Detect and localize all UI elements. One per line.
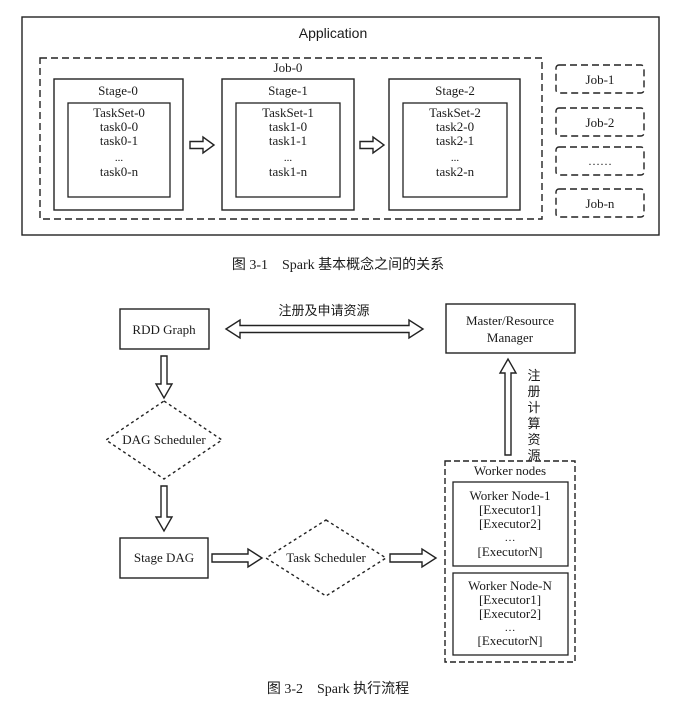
dag-to-stagedag-arrow bbox=[154, 485, 174, 533]
task-0-0: task0-0 bbox=[100, 119, 138, 134]
task-scheduler-diamond bbox=[264, 519, 388, 597]
register-label: 注册及申请资源 bbox=[278, 303, 369, 318]
application-label: Application bbox=[299, 25, 368, 41]
task-1-0: task1-0 bbox=[269, 119, 307, 134]
task-1-n: task1-n bbox=[269, 164, 308, 179]
task-0-ellipsis: ... bbox=[115, 152, 124, 164]
task-0-n: task0-n bbox=[100, 164, 139, 179]
workers-to-master-arrow bbox=[498, 357, 518, 456]
stage-1-label: Stage-1 bbox=[268, 83, 308, 98]
job-1-label: Job-1 bbox=[586, 72, 615, 87]
rdd-to-dag-arrow bbox=[154, 355, 174, 400]
worker-nodes-label: Worker nodes bbox=[474, 463, 546, 478]
worker-node-1-executor-2: [Executor2] bbox=[479, 516, 541, 531]
taskset-0-label: TaskSet-0 bbox=[93, 105, 145, 120]
taskset-2-label: TaskSet-2 bbox=[429, 105, 481, 120]
task-2-1: task2-1 bbox=[436, 133, 474, 148]
vertical-label-char-1: 注 bbox=[527, 368, 540, 383]
vertical-label-char-5: 资 bbox=[527, 432, 540, 447]
taskset-1-label: TaskSet-1 bbox=[262, 105, 314, 120]
stage-1: Stage-1 TaskSet-1 task1-0 task1-1 ... ta… bbox=[221, 78, 355, 211]
figure-3-2: RDD Graph Master/Resource Manager 注册及申请资… bbox=[104, 303, 576, 697]
master-label-line1: Master/Resource bbox=[466, 313, 554, 328]
worker-node-n-ellipsis: … bbox=[505, 622, 516, 634]
worker-node-n-executor-n: [ExecutorN] bbox=[478, 633, 543, 648]
task-0-1: task0-1 bbox=[100, 133, 138, 148]
job-2-label: Job-2 bbox=[586, 115, 615, 130]
task-1-ellipsis: ... bbox=[284, 152, 293, 164]
vertical-label-char-3: 计 bbox=[527, 400, 540, 415]
task-to-workers-arrow bbox=[389, 547, 438, 569]
taskset-1-box bbox=[235, 102, 341, 198]
worker-node-n-label: Worker Node-N bbox=[468, 578, 552, 593]
task-1-1: task1-1 bbox=[269, 133, 307, 148]
worker-node-1-box bbox=[452, 481, 569, 567]
worker-node-n-executor-2: [Executor2] bbox=[479, 606, 541, 621]
stage-0: Stage-0 TaskSet-0 task0-0 task0-1 ... ta… bbox=[53, 78, 184, 211]
dag-scheduler-diamond bbox=[104, 400, 224, 480]
register-compute-vertical-label: 注 册 计 算 资 源 bbox=[527, 368, 540, 463]
worker-node-1-executor-1: [Executor1] bbox=[479, 502, 541, 517]
vertical-label-char-4: 算 bbox=[527, 416, 540, 431]
figure-3-1: Application Job-0 Stage-0 TaskSet-0 task… bbox=[21, 16, 660, 273]
stagedag-to-task-arrow bbox=[211, 547, 264, 569]
vertical-label-char-6: 源 bbox=[527, 448, 540, 463]
stage-dag-label: Stage DAG bbox=[134, 550, 194, 565]
rdd-graph-label: RDD Graph bbox=[132, 322, 196, 337]
task-scheduler-label: Task Scheduler bbox=[286, 550, 366, 565]
job-ellipsis-box bbox=[555, 146, 645, 176]
master-label-line2: Manager bbox=[487, 330, 534, 345]
worker-node-n-box bbox=[452, 572, 569, 656]
other-jobs: Job-1 Job-2 …… Job-n bbox=[555, 64, 645, 218]
job-1-box bbox=[555, 64, 645, 94]
vertical-label-char-2: 册 bbox=[527, 384, 540, 399]
job-n-box bbox=[555, 188, 645, 218]
taskset-0-box bbox=[67, 102, 171, 198]
stage-2-label: Stage-2 bbox=[435, 83, 475, 98]
job-0-box bbox=[39, 57, 543, 220]
stage-2: Stage-2 TaskSet-2 task2-0 task2-1 ... ta… bbox=[388, 78, 521, 211]
register-double-arrow bbox=[224, 318, 425, 340]
job-n-label: Job-n bbox=[586, 196, 615, 211]
taskset-2-box bbox=[402, 102, 508, 198]
figure-3-1-caption: 图 3-1 Spark 基本概念之间的关系 bbox=[232, 256, 444, 273]
task-2-n: task2-n bbox=[436, 164, 475, 179]
job-2-box bbox=[555, 107, 645, 137]
job-0-label: Job-0 bbox=[274, 60, 303, 75]
stage-dag-box bbox=[119, 537, 209, 579]
worker-node-1-label: Worker Node-1 bbox=[470, 488, 551, 503]
task-2-ellipsis: ... bbox=[451, 152, 460, 164]
worker-node-1-ellipsis: … bbox=[505, 532, 516, 544]
task-2-0: task2-0 bbox=[436, 119, 474, 134]
worker-node-1-executor-n: [ExecutorN] bbox=[478, 544, 543, 559]
dag-scheduler-label: DAG Scheduler bbox=[122, 432, 206, 447]
job-ellipsis-label: …… bbox=[588, 154, 612, 168]
master-box bbox=[445, 303, 576, 354]
worker-node-n-executor-1: [Executor1] bbox=[479, 592, 541, 607]
figure-3-2-caption: 图 3-2 Spark 执行流程 bbox=[267, 681, 409, 697]
stage-0-label: Stage-0 bbox=[98, 83, 138, 98]
rdd-graph-box bbox=[119, 308, 210, 350]
